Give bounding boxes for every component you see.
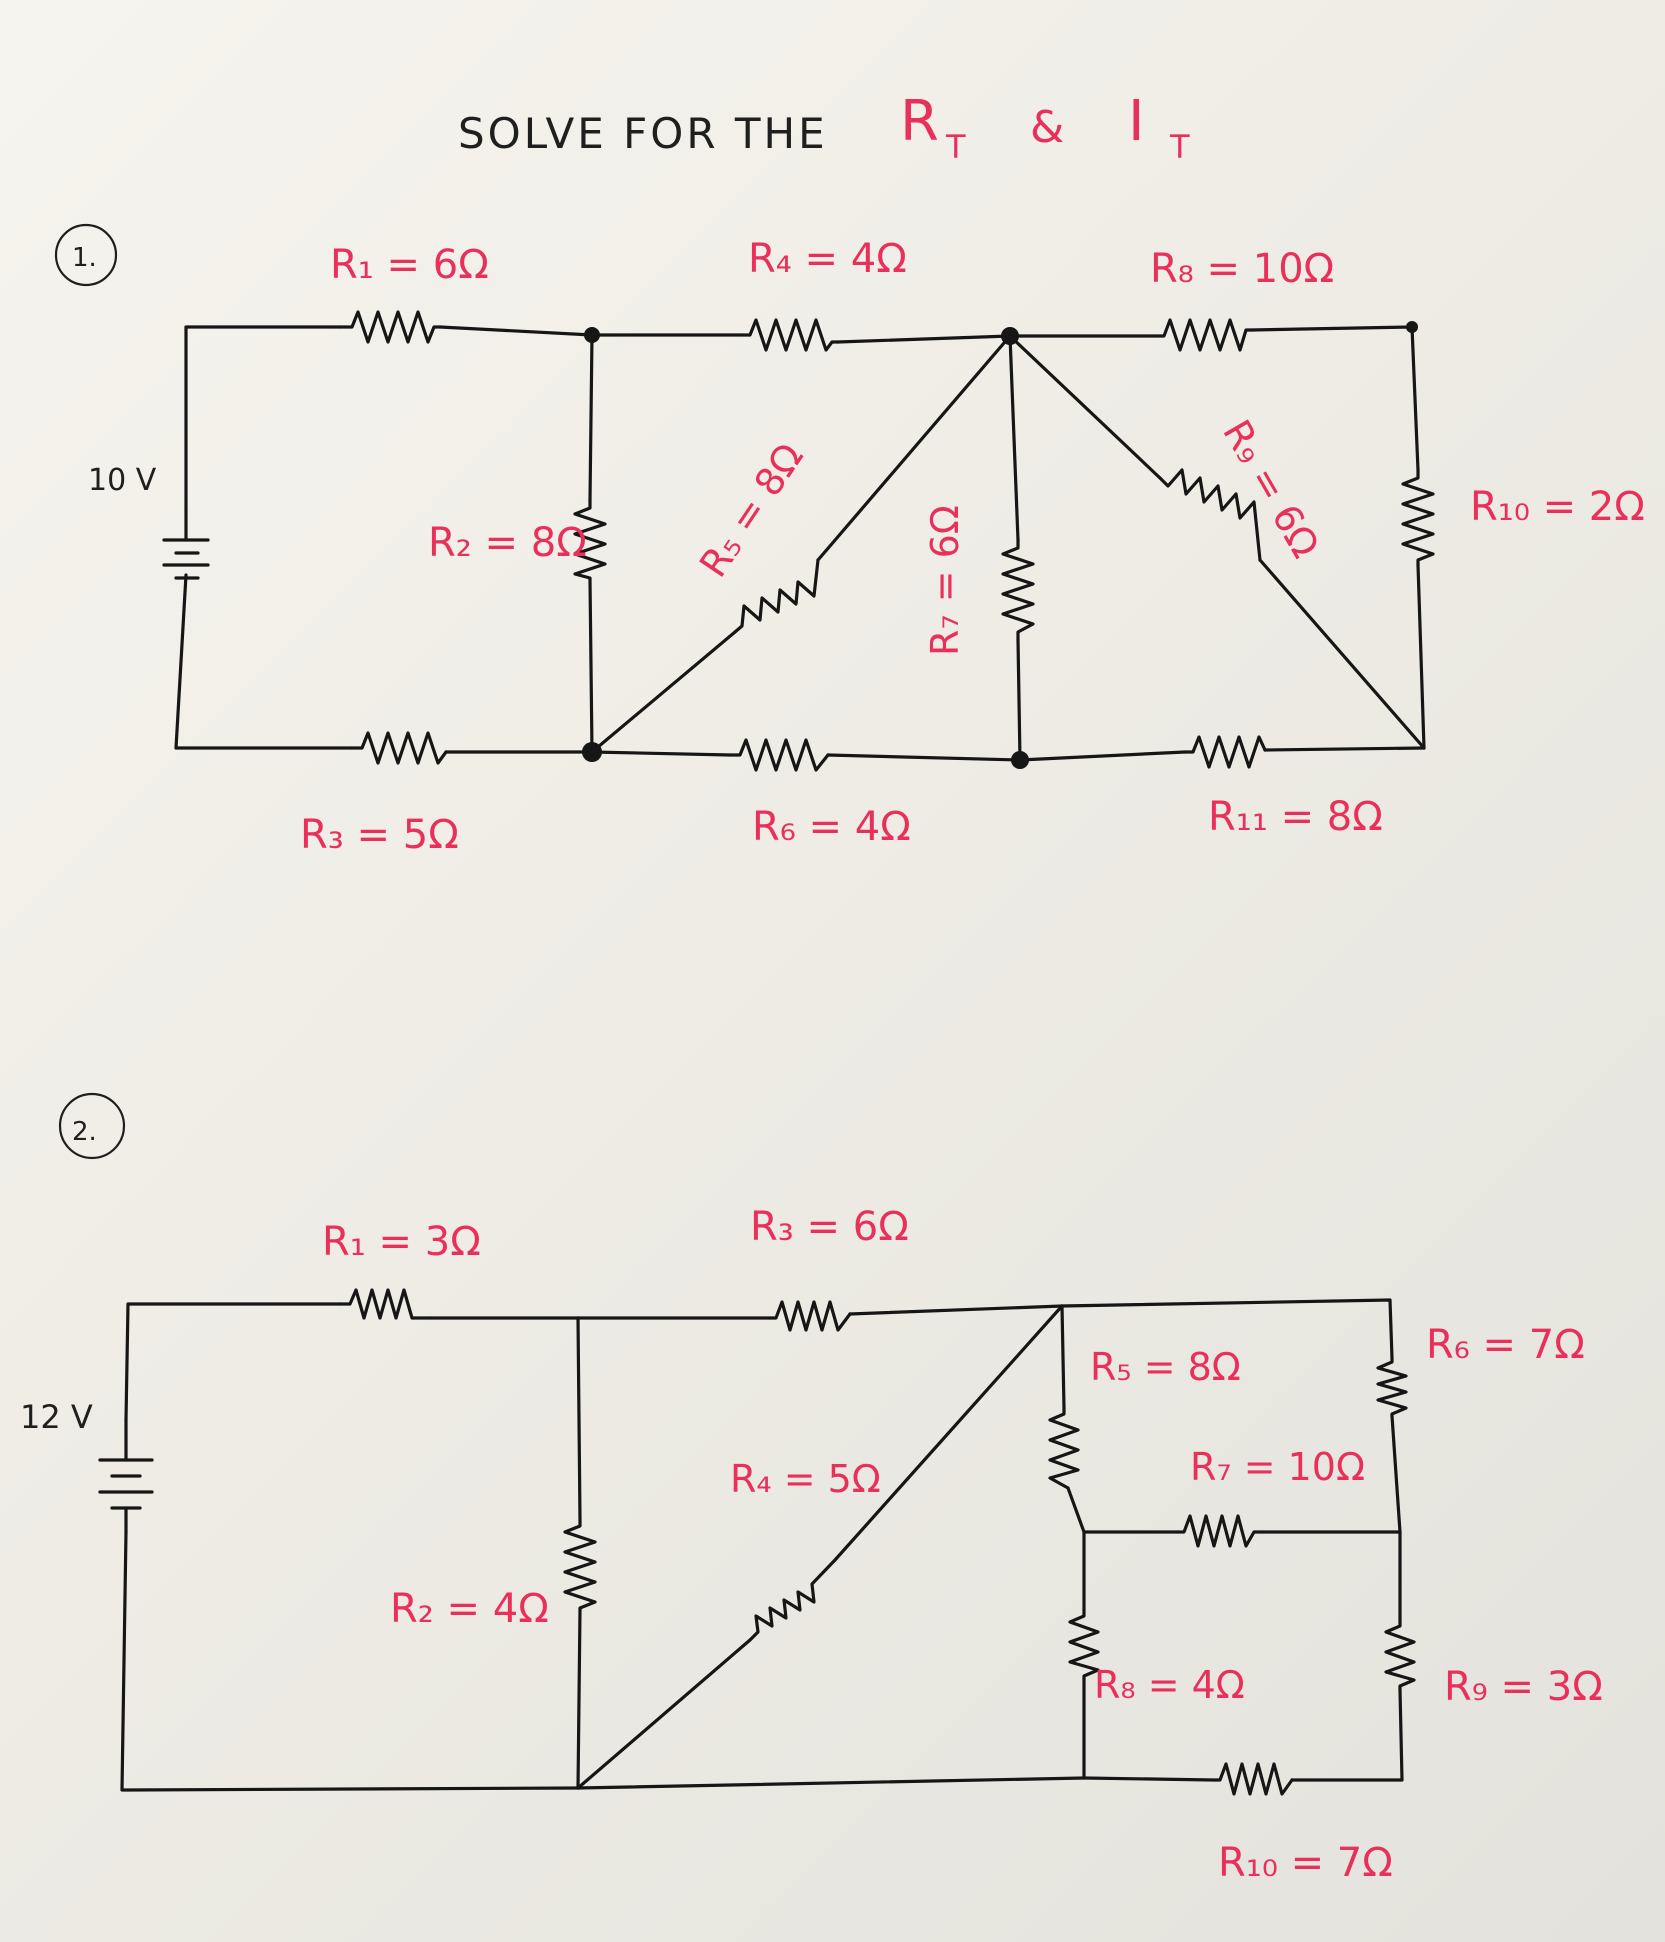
p1-wire-n3-to-r6	[590, 750, 732, 757]
p1-wire-r5-diagonal	[590, 334, 1012, 754]
title-it-sub: T	[1169, 128, 1190, 166]
p2-r4-resistor	[748, 1558, 837, 1642]
p2-label-r5: R₅ = 8Ω	[1090, 1345, 1241, 1389]
p1-wire-r4-to-n2	[836, 334, 1012, 344]
p1-wire-left-bottom	[174, 573, 354, 750]
p1-wire-r6-to-n4	[826, 753, 1022, 762]
p2-label-r4: R₄ = 5Ω	[730, 1457, 881, 1501]
p1-r10-resistor	[1401, 468, 1435, 567]
p2-r6-resistor	[1376, 1356, 1408, 1418]
p1-wire-r7-column	[1008, 334, 1022, 762]
p2-label-r7: R₇ = 10Ω	[1190, 1445, 1365, 1489]
p1-label-r11: R₁₁ = 8Ω	[1208, 794, 1383, 840]
p2-wire-r3-to-n2	[848, 1304, 1064, 1316]
p1-source-label: 10 V	[88, 463, 157, 498]
p1-battery-10v	[162, 508, 210, 580]
p2-r7-resistor	[1176, 1514, 1264, 1548]
p1-label-r7: R₇ = 6Ω	[923, 505, 967, 656]
p1-r7-resistor	[1001, 538, 1035, 642]
p2-source-label: 12 V	[20, 1398, 93, 1436]
p2-battery-12v	[98, 1418, 154, 1534]
p1-label-r3: R₃ = 5Ω	[300, 812, 459, 858]
p2-label-r3: R₃ = 6Ω	[750, 1204, 909, 1250]
p1-r9-resistor	[1158, 468, 1262, 562]
title-rt: R	[900, 89, 939, 154]
p2-wire-r10-to-left	[1082, 1776, 1216, 1782]
p2-r3-resistor	[768, 1300, 852, 1332]
p1-wire-r11-to-corner	[1263, 746, 1426, 752]
p2-label-r10: R₁₀ = 7Ω	[1218, 1840, 1393, 1886]
p1-label-r10: R₁₀ = 2Ω	[1470, 484, 1645, 530]
p2-label-r6: R₆ = 7Ω	[1426, 1322, 1585, 1368]
p2-r2-resistor	[563, 1518, 597, 1612]
p1-label-r2: R₂ = 8Ω	[428, 520, 587, 566]
p1-wire-r2-column	[588, 333, 594, 754]
p2-wire-top-right	[1060, 1298, 1394, 1360]
p1-wire-left-top	[184, 325, 342, 512]
p2-label-r2: R₂ = 4Ω	[390, 1586, 549, 1632]
p2-wire-r6-column	[1390, 1414, 1402, 1622]
title-amp: &	[1030, 102, 1064, 153]
p1-label-r1: R₁ = 6Ω	[330, 242, 489, 288]
p1-r11-resistor	[1183, 735, 1267, 769]
p1-r4-resistor	[736, 318, 840, 352]
title-rt-sub: T	[945, 128, 966, 166]
problem-1: 1. 10 V	[54, 223, 1645, 858]
p2-r1-resistor	[338, 1288, 432, 1320]
p1-node-1	[584, 327, 600, 343]
problem-1-number-circle	[54, 223, 118, 287]
p1-node-2	[1001, 327, 1019, 345]
p1-r2-resistor	[573, 498, 607, 582]
problem-1-number: 1.	[72, 243, 97, 273]
p2-wire-r5-column	[1060, 1304, 1086, 1780]
p2-wire-left-top	[124, 1302, 342, 1422]
p1-label-r8: R₈ = 10Ω	[1150, 246, 1334, 292]
p2-r9-resistor	[1384, 1618, 1416, 1692]
p1-node-3	[1406, 321, 1418, 333]
p2-r8-resistor	[1068, 1608, 1100, 1682]
p1-label-r9: R₉ = 6Ω	[1214, 413, 1328, 566]
p1-wire-r8-to-corner	[1250, 325, 1414, 332]
p1-node-5	[1011, 751, 1029, 769]
p2-label-r9: R₉ = 3Ω	[1444, 1664, 1603, 1710]
title-prefix: SOLVE FOR THE	[458, 109, 828, 158]
p2-label-r1: R₁ = 3Ω	[322, 1219, 481, 1265]
problem-2: 2. 12 V R₁ = 3Ω R₃ = 6	[20, 1092, 1603, 1886]
p2-wire-bottom-mid	[576, 1776, 1086, 1790]
p2-wire-r4-diagonal	[576, 1304, 1064, 1790]
p1-r1-resistor	[338, 310, 442, 344]
p1-node-4	[582, 742, 602, 762]
p1-wire-r9-diagonal	[1008, 334, 1426, 750]
p1-wire-n4-to-r11	[1018, 750, 1187, 762]
problem-2-number: 2.	[72, 1117, 97, 1147]
p1-r6-resistor	[728, 738, 830, 772]
p1-label-r4: R₄ = 4Ω	[748, 236, 907, 282]
p2-r10-resistor	[1212, 1762, 1294, 1796]
p2-wire-r9-to-r10	[1290, 1688, 1404, 1782]
p1-wire-right-column	[1410, 325, 1426, 750]
p1-label-r5: R₅ = 8Ω	[691, 435, 812, 585]
p1-r8-resistor	[1150, 318, 1254, 352]
p1-label-r6: R₆ = 4Ω	[752, 804, 911, 850]
p1-wire-r1-to-n1	[438, 325, 594, 337]
title-it: I	[1128, 89, 1145, 154]
p2-r5-resistor	[1048, 1406, 1080, 1490]
p1-r3-resistor	[350, 731, 448, 765]
p2-wire-left-bottom	[120, 1530, 580, 1792]
p2-label-r8: R₈ = 4Ω	[1094, 1663, 1245, 1707]
problem-2-number-circle	[58, 1092, 126, 1160]
p1-r5-resistor	[733, 558, 820, 634]
p2-wire-r2-column	[576, 1316, 582, 1790]
